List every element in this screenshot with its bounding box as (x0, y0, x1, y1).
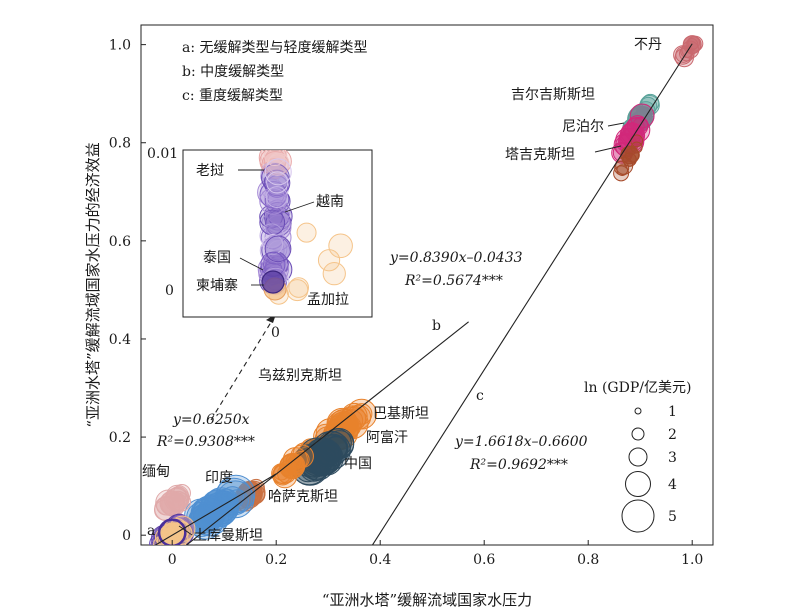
inset-zoom: 0.01 0 0 老挝 越南 泰国 柬埔寨 孟加拉 (147, 146, 373, 341)
points-layer (148, 35, 704, 545)
regression-line-b (185, 321, 469, 545)
inset-y-tick-top: 0.01 (147, 146, 178, 162)
axis-ticks: 0 0.2 0.4 0.6 0.8 1.0 0 0.2 0.4 0.6 0.8 1.0 (109, 38, 704, 568)
y-tick-label: 0.2 (109, 430, 131, 446)
point-center (159, 490, 185, 517)
inset-y-tick-bottom: 0 (165, 283, 174, 299)
inset-points (257, 150, 353, 305)
label-bhutan: 不丹 (634, 37, 662, 53)
point-center (620, 145, 640, 165)
eq-a: y=0.6250x (172, 412, 250, 428)
size-legend-label: 3 (668, 450, 677, 466)
r2-b: R²=0.5674*** (404, 273, 503, 289)
size-legend: ln (GDP/亿美元) 1 2 3 4 5 (584, 380, 691, 533)
inset-leader-thailand (239, 257, 264, 271)
inset-point (261, 270, 285, 294)
size-legend-label: 4 (668, 477, 677, 493)
size-legend-label: 2 (668, 427, 677, 443)
inset-point (259, 223, 284, 248)
inset-point (317, 249, 341, 272)
country-labels: 不丹 吉尔吉斯斯坦 尼泊尔 塔吉克斯坦 乌兹别克斯坦 巴基斯坦 阿富汗 中国 哈… (142, 37, 662, 544)
plot-frame (140, 24, 714, 546)
legend-type-a: a: 无缓解类型与轻度缓解类型 (182, 40, 368, 56)
y-tick-label: 0.6 (109, 234, 131, 250)
x-tick-label: 0.4 (369, 552, 391, 568)
y-tick-label: 1.0 (109, 38, 131, 54)
label-tajik: 塔吉克斯坦 (505, 147, 575, 163)
type-legend: a: 无缓解类型与轻度缓解类型 b: 中度缓解类型 c: 重度缓解类型 (182, 40, 368, 104)
inset-label-cambodia: 柬埔寨 (196, 277, 238, 294)
point (616, 164, 629, 176)
leader-nepal (607, 122, 625, 127)
point-ring (157, 518, 187, 545)
line-label-a: a (147, 523, 155, 539)
eq-b: y=0.8390x–0.0433 (389, 250, 523, 266)
inset-point (286, 279, 309, 302)
inset-label-bangladesh: 孟加拉 (307, 292, 349, 308)
inset-label-thailand: 泰国 (203, 250, 231, 266)
size-legend-circle (625, 471, 651, 497)
line-label-c: c (476, 388, 484, 404)
zoom-arrow (210, 318, 274, 421)
leader-turkmen (178, 525, 193, 536)
regression-annotations: y=0.8390x–0.0433 R²=0.5674*** y=0.6250x … (147, 250, 588, 539)
leader-tajik (594, 145, 622, 153)
regression-line-a (154, 473, 277, 545)
y-tick-label: 0.8 (109, 136, 131, 152)
x-tick-label: 0.8 (577, 552, 599, 568)
label-pakistan: 巴基斯坦 (373, 405, 429, 422)
label-kazakh: 哈萨克斯坦 (268, 489, 338, 505)
inset-point (288, 277, 309, 298)
inset-x-tick: 0 (271, 325, 280, 341)
point (614, 160, 630, 176)
label-nepal: 尼泊尔 (562, 119, 604, 135)
inset-label-laos: 老挝 (196, 163, 224, 179)
size-legend-label: 1 (668, 404, 677, 420)
size-legend-circle (621, 499, 655, 533)
y-tick-label: 0 (122, 528, 131, 544)
label-china: 中国 (344, 456, 372, 472)
x-tick-label: 0 (168, 552, 177, 568)
inset-point (322, 262, 346, 286)
size-legend-title: ln (GDP/亿美元) (584, 380, 691, 396)
label-uzbek: 乌兹别克斯坦 (258, 368, 342, 384)
x-tick-label: 0.2 (265, 552, 287, 568)
regression-line-c (371, 43, 693, 545)
inset-label-vietnam: 越南 (316, 194, 344, 210)
inset-point (266, 171, 289, 194)
label-myanmar: 缅甸 (142, 464, 170, 480)
label-kyrgyz: 吉尔吉斯斯坦 (511, 87, 595, 103)
r2-c: R²=0.9692*** (469, 457, 568, 473)
inset-point (264, 235, 292, 263)
r2-a: R²=0.9308*** (156, 434, 255, 450)
y-axis-label: “亚洲水塔”缓解流域国家水压力的经济效益 (84, 142, 102, 427)
label-afghan: 阿富汗 (366, 429, 408, 446)
x-tick-label: 1.0 (681, 552, 703, 568)
label-turkmen: 土库曼斯坦 (193, 528, 263, 544)
size-legend-circle (631, 427, 645, 441)
inset-point (262, 234, 284, 256)
size-legend-circle (628, 447, 648, 467)
size-legend-label: 5 (668, 509, 677, 525)
legend-type-c: c: 重度缓解类型 (182, 88, 283, 104)
legend-type-b: b: 中度缓解类型 (182, 64, 284, 80)
regression-lines (154, 43, 693, 545)
y-tick-label: 0.4 (109, 332, 131, 348)
eq-c: y=1.6618x–0.6600 (454, 434, 588, 450)
inset-point (296, 222, 317, 243)
size-legend-circle (634, 407, 642, 415)
x-tick-label: 0.6 (473, 552, 495, 568)
inset-leader-vietnam (284, 201, 315, 213)
point-center (303, 437, 343, 476)
point-center (279, 453, 305, 480)
x-axis-label: “亚洲水塔”缓解流域国家水压力 (322, 591, 532, 609)
label-india: 印度 (205, 470, 233, 486)
line-label-b: b (432, 318, 441, 334)
